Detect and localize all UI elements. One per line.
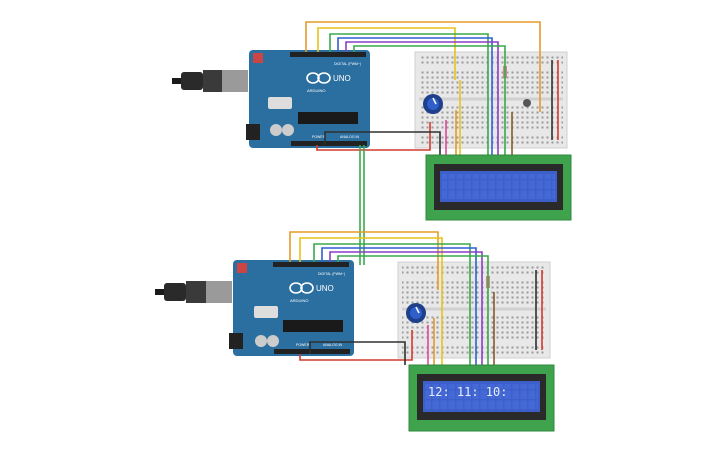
- lcd-top: [425, 154, 572, 221]
- chip-atmega: [283, 320, 343, 332]
- digital-label: DIGITAL (PWM~): [318, 272, 345, 276]
- board-maker: ARDUINO: [307, 88, 325, 93]
- power-label: POWER: [296, 343, 310, 347]
- analog-label: ANALOG IN: [340, 135, 360, 139]
- crystal: [268, 97, 292, 109]
- arduino-board-top[interactable]: UNO ARDUINO DIGITAL (PWM~) POWER ANALOG …: [246, 50, 370, 148]
- breadboard-bottom[interactable]: [397, 261, 551, 359]
- power-label: POWER: [312, 135, 326, 139]
- pushbutton-top[interactable]: [523, 99, 531, 107]
- power-jack: [229, 333, 243, 349]
- board-maker: ARDUINO: [290, 298, 308, 303]
- power-jack: [246, 124, 260, 140]
- power-analog-header: [291, 141, 367, 146]
- digital-header: [273, 262, 349, 267]
- usb-cable-top: [172, 70, 248, 92]
- arduino-logo: [306, 72, 331, 84]
- analog-label: ANALOG IN: [323, 343, 343, 347]
- crystal: [254, 306, 278, 318]
- power-analog-header: [274, 349, 350, 354]
- lcd-bottom: 12: 11: 10:: [408, 364, 555, 432]
- arduino-logo: [289, 282, 314, 294]
- arduino-board-bottom[interactable]: UNO ARDUINO DIGITAL (PWM~) POWER ANALOG …: [229, 260, 354, 356]
- reset-button[interactable]: [237, 263, 247, 273]
- chip-atmega: [298, 112, 358, 124]
- board-brand: UNO: [316, 284, 334, 293]
- lcd-bottom-text: 12: 11: 10:: [428, 385, 507, 399]
- potentiometer-top[interactable]: [423, 94, 443, 114]
- potentiometer-bottom[interactable]: [406, 303, 426, 323]
- digital-label: DIGITAL (PWM~): [334, 62, 361, 66]
- digital-header: [290, 52, 366, 57]
- wires-bottom: [289, 231, 543, 365]
- reset-button[interactable]: [253, 53, 263, 63]
- wires-top: [305, 21, 559, 155]
- breadboard-top[interactable]: [414, 51, 568, 149]
- usb-cable-bottom: [155, 281, 232, 303]
- inter-board-wires: [359, 145, 365, 265]
- board-brand: UNO: [333, 74, 351, 83]
